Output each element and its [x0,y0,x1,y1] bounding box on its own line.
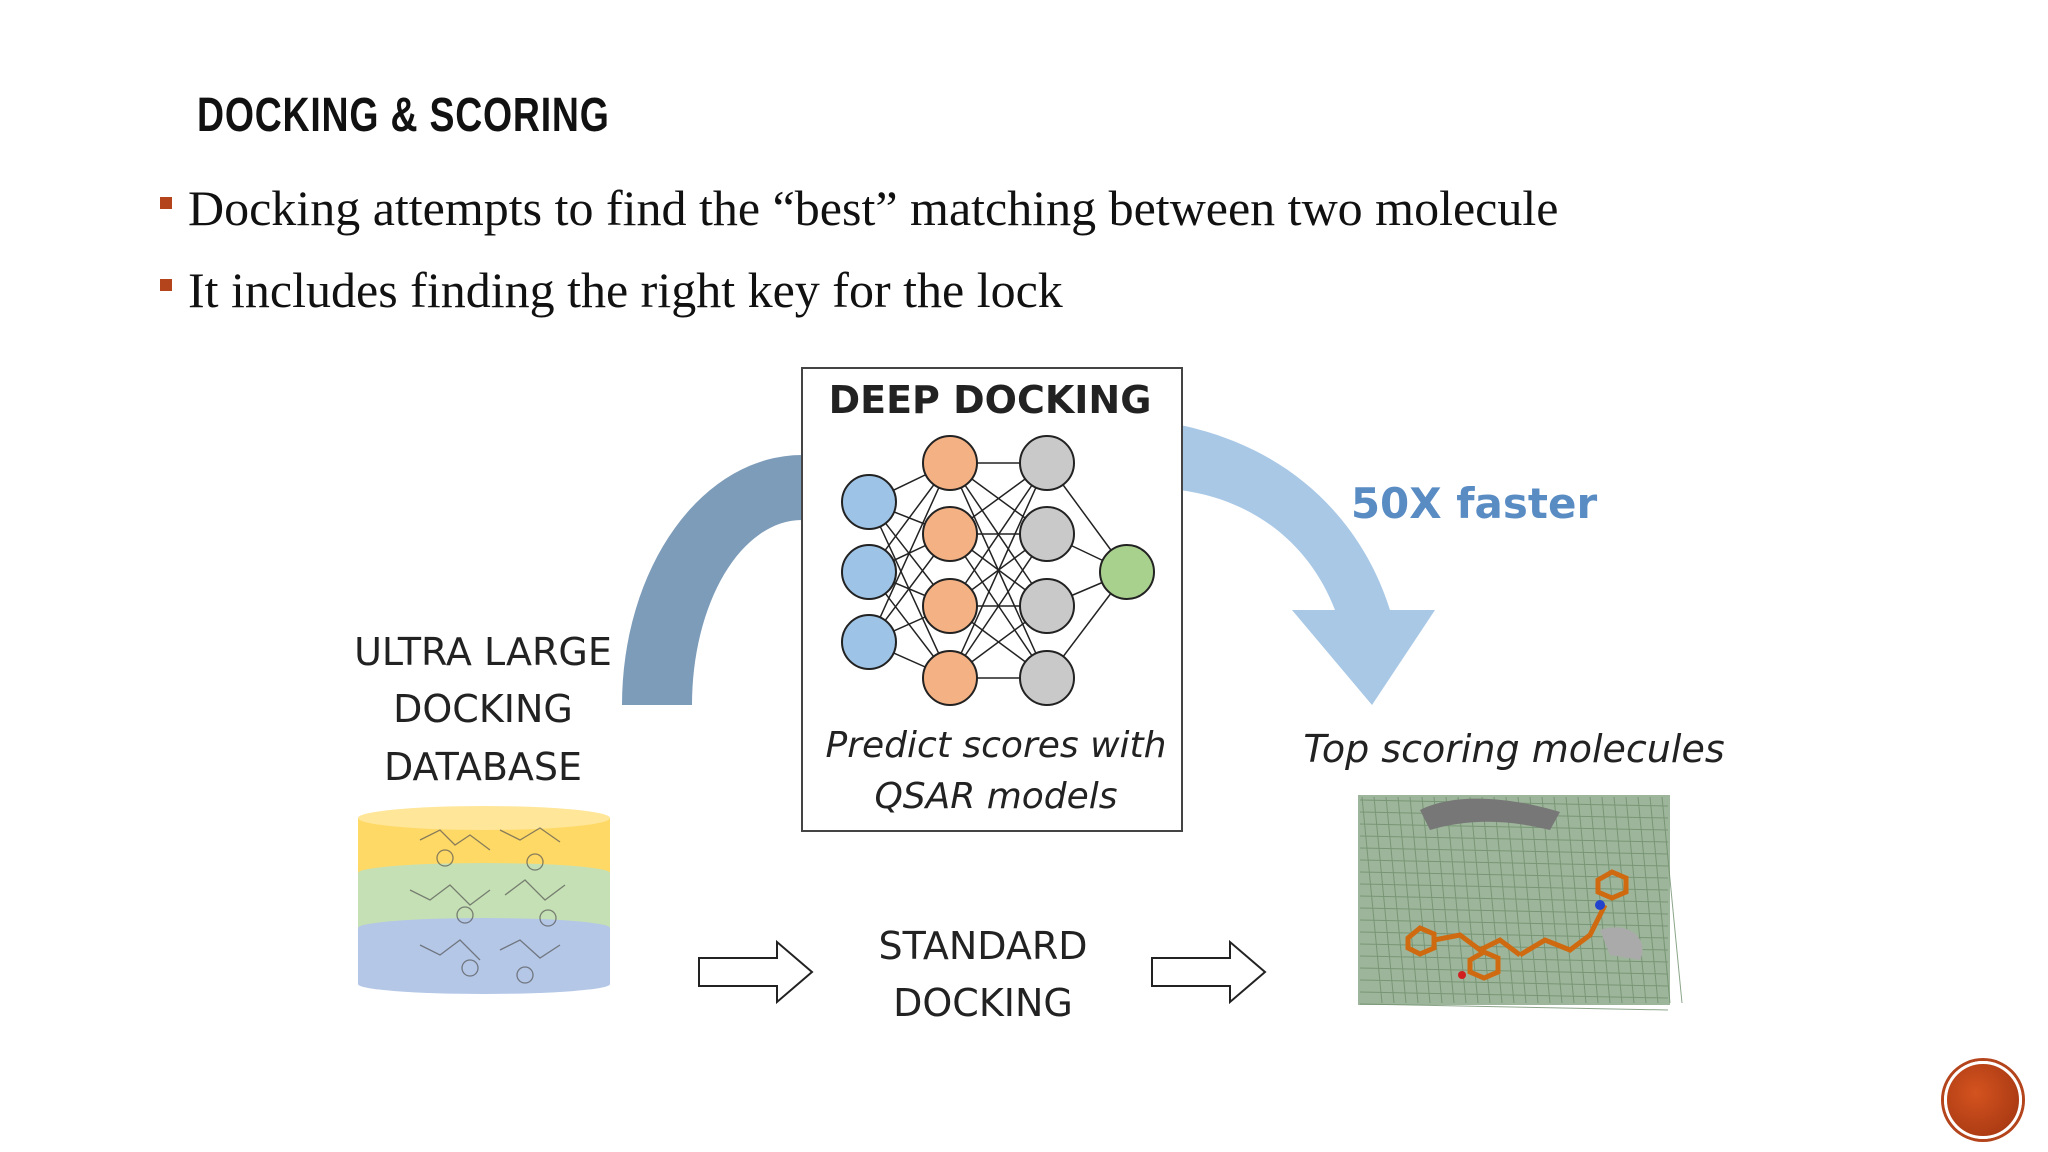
mesh-line [1359,883,1669,891]
predict-line-1: Predict scores with [826,725,1167,766]
database-label-line-1: ULTRA LARGE [354,630,612,674]
arrow-right-icon-2 [1151,939,1267,1005]
mesh-line [1359,991,1669,999]
mesh-line [1359,823,1669,831]
network-node [922,650,978,706]
mesh-line [1421,796,1443,1004]
mesh-line [1359,907,1669,915]
database-cylinder-icon [358,806,610,994]
network-node [922,435,978,491]
network-node [841,544,897,600]
right-arc-arrow [1180,425,1435,705]
mesh-line [1637,796,1659,1004]
bullet-text: It includes finding the right key for th… [188,262,1063,318]
mesh-line [1433,796,1455,1004]
network-nodes [841,435,1155,706]
network-node [922,578,978,634]
network-edge [949,462,1048,679]
mesh-line [1445,796,1467,1004]
network-node [841,474,897,530]
network-node [1099,544,1155,600]
mesh-line [1661,796,1683,1004]
mesh-line [1359,847,1669,855]
mesh-line [1457,796,1479,1004]
next-slide-button[interactable] [1944,1061,2022,1139]
database-label-line-2: DOCKING [393,687,573,731]
mesh-line [1625,796,1647,1004]
network-node [922,506,978,562]
mesh-line [1613,796,1635,1004]
network-node [841,614,897,670]
mesh-line [1359,967,1669,975]
mesh-line [1359,919,1669,927]
mesh-line [1493,796,1515,1004]
slide-title: DOCKING & SCORING [197,89,610,142]
bullet-text: Docking attempts to find the “best” matc… [188,180,1559,236]
docked-molecule-image [1358,795,1683,1011]
bullet-list: Docking attempts to find the “best” matc… [160,180,1558,344]
mesh-line [1649,796,1671,1004]
network-edge [949,533,1048,679]
mesh-line [1505,796,1527,1004]
mesh-line [1469,796,1491,1004]
bullet-item: It includes finding the right key for th… [160,262,1558,318]
network-node [1019,578,1075,634]
network-edge [868,462,951,643]
deep-docking-title: DEEP DOCKING [829,378,1152,422]
mesh-line [1359,955,1669,963]
bullet-marker-icon [160,279,172,291]
standard-docking-line-1: STANDARD [878,924,1087,968]
top-scoring-label: Top scoring molecules [1303,727,1724,771]
database-label-line-3: DATABASE [384,745,582,789]
mesh-line [1359,859,1669,867]
mesh-line [1359,895,1669,903]
mesh-line [1409,796,1431,1004]
mesh-line [1359,871,1669,879]
network-node [1019,435,1075,491]
bullet-item: Docking attempts to find the “best” matc… [160,180,1558,236]
speed-label: 50X faster [1351,479,1598,528]
bullet-marker-icon [160,197,172,209]
mesh-line [1359,979,1669,987]
mesh-line [1517,796,1539,1004]
left-arc-arrow [622,455,802,705]
network-edge [949,462,1048,607]
mesh-line [1359,1003,1669,1011]
mesh-line [1359,835,1669,843]
network-node [1019,506,1075,562]
predict-line-2: QSAR models [874,776,1117,817]
standard-docking-line-2: DOCKING [893,981,1073,1025]
network-edge [868,501,951,679]
arrow-right-icon-1 [698,939,814,1005]
network-node [1019,650,1075,706]
